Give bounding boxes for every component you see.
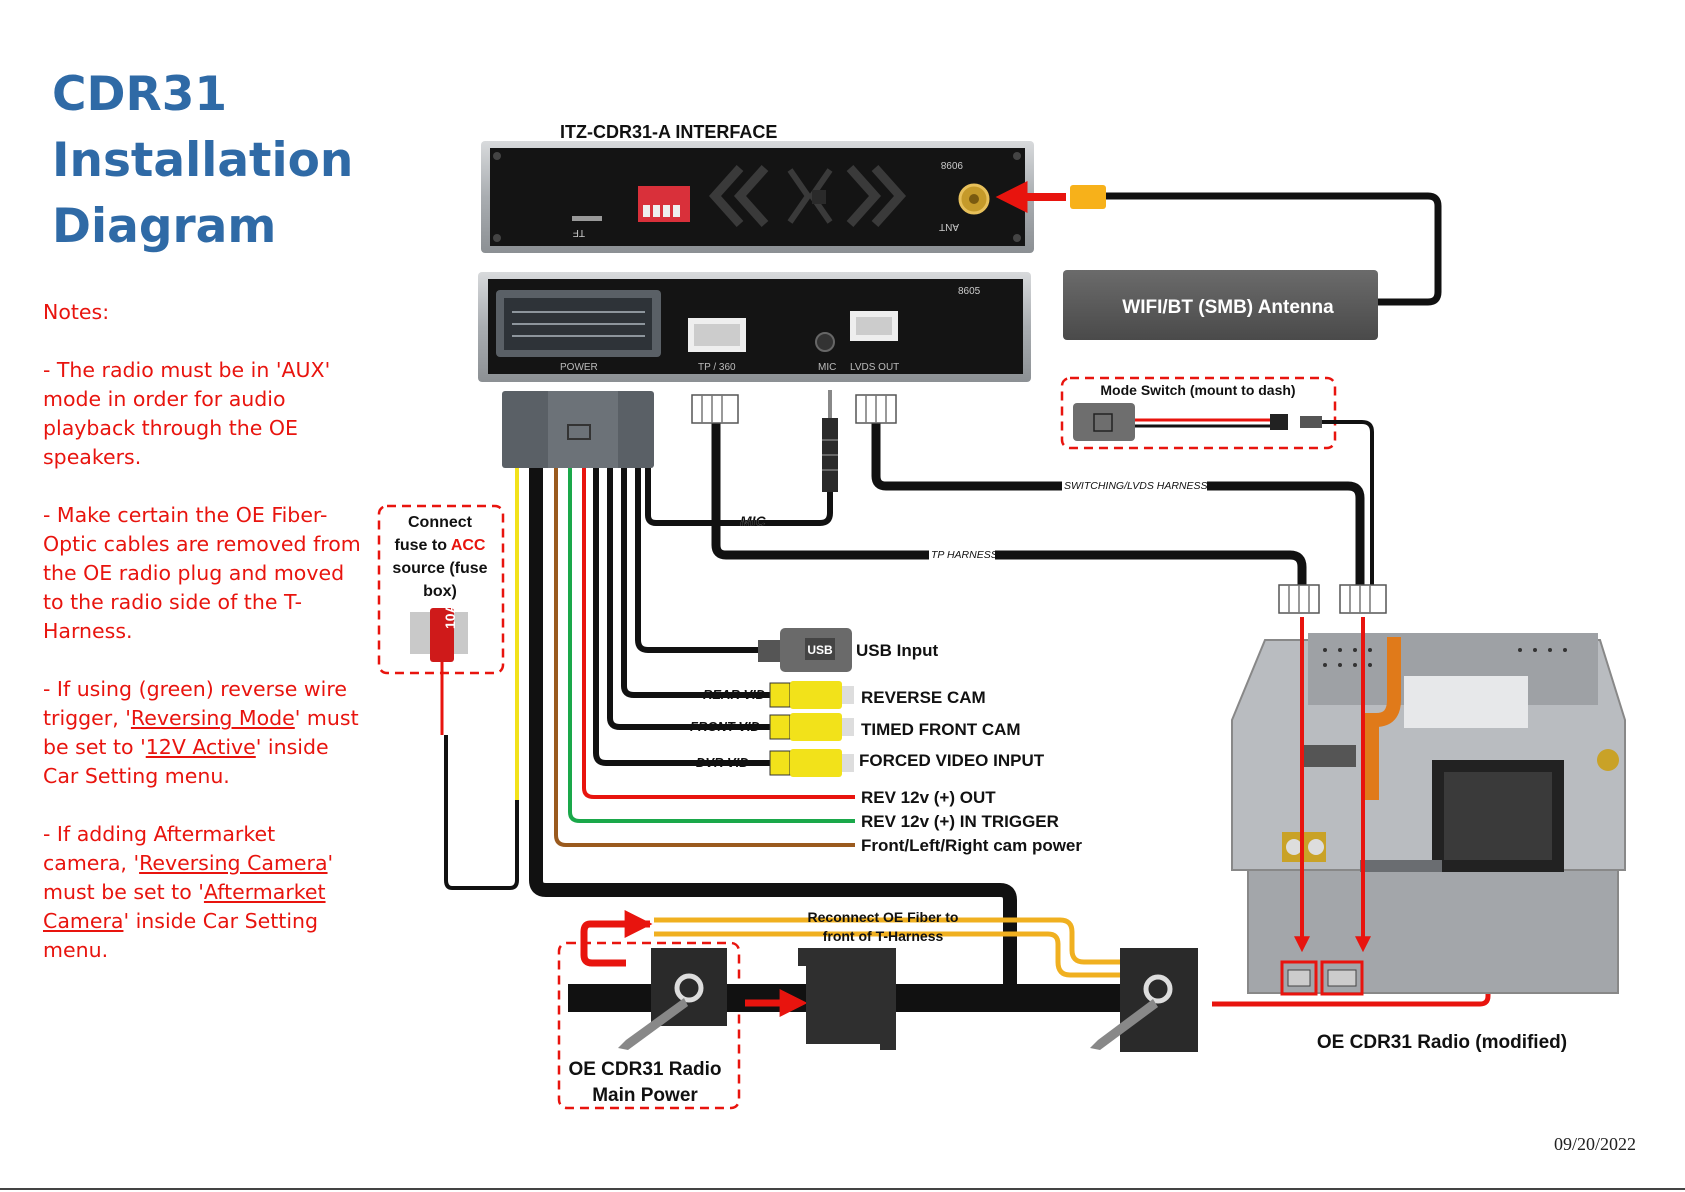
oe-cdr31-radio — [1231, 633, 1626, 994]
interface-title: ITZ-CDR31-A INTERFACE — [560, 122, 777, 142]
note-setting-value: Aftermarket Camera — [43, 880, 326, 933]
fiber-note-line-1: Reconnect OE Fiber to — [808, 909, 959, 925]
front-vid-label: FRONT VID — [690, 719, 761, 734]
note-setting-name: Reversing Camera — [139, 851, 328, 875]
radio-label: OE CDR31 Radio (modified) — [1317, 1032, 1567, 1053]
mode-switch-button — [1073, 403, 1135, 441]
lvds-radio-plug — [1339, 584, 1387, 614]
mic-jack — [815, 332, 835, 352]
tf-slot-label: TF — [573, 227, 585, 238]
fuse-10a: 10A — [410, 603, 468, 662]
rev-in-label: REV 12v (+) IN TRIGGER — [861, 812, 1059, 831]
note-text: ' inside Car Setting menu. — [43, 909, 319, 962]
cam-power-label: Front/Left/Right cam power — [861, 836, 1082, 855]
top-code-label: 9098 — [940, 159, 963, 170]
antenna-smb-plug — [1070, 185, 1106, 209]
note-text: ' must be set to ' — [43, 851, 334, 904]
rev-out-label: REV 12v (+) OUT — [861, 788, 996, 807]
fuse-note-line-1: Connect — [408, 514, 473, 531]
dvr-vid-label: DVR VID — [696, 755, 749, 770]
fuse-acc-highlight: ACC — [451, 537, 486, 554]
fuse-note-text: fuse to — [395, 537, 451, 554]
page-title: CDR31 Installation Diagram — [52, 62, 353, 260]
t-harness-connector — [798, 948, 896, 1050]
title-line-1: CDR31 — [52, 67, 228, 122]
bottom-code-label: 8605 — [958, 286, 981, 297]
revision-date: 09/20/2022 — [1554, 1134, 1637, 1154]
note-reverse-trigger: - If using (green) reverse wire trigger,… — [43, 675, 363, 791]
ant-label: ANT — [939, 221, 959, 232]
usb-input-label: USB Input — [856, 641, 938, 660]
notes-panel: Notes: - The radio must be in 'AUX' mode… — [43, 298, 363, 994]
radio-tp-port — [1280, 960, 1318, 996]
note-aftermarket-camera: - If adding Aftermarket camera, 'Reversi… — [43, 820, 363, 965]
fuse-note-line-2: fuse to ACC — [395, 537, 486, 554]
note-text: - If using (green) reverse wire trigger,… — [43, 677, 347, 730]
tp-harness-label: TP HARNESS — [931, 549, 998, 561]
main-power-line-1: OE CDR31 Radio — [568, 1059, 721, 1080]
note-text: ' must be set to ' — [43, 706, 359, 759]
fuse-rating: 10A — [442, 603, 458, 629]
fuse-note-line-3: source (fuse — [392, 560, 487, 577]
interface-front-panel: TF 9098 ANT — [481, 141, 1034, 253]
oe-radio-plug — [618, 948, 727, 1050]
mode-switch-label: Mode Switch (mount to dash) — [1100, 382, 1295, 398]
usb-plug: USB — [758, 628, 852, 672]
t-harness-radio-connector — [1090, 948, 1198, 1052]
forced-video-label: FORCED VIDEO INPUT — [859, 751, 1045, 770]
main-power-line-2: Main Power — [592, 1085, 698, 1106]
rca-reverse-cam — [769, 681, 854, 709]
radio-lvds-port — [1320, 960, 1364, 996]
lvds-out-label: LVDS OUT — [850, 362, 899, 373]
usb-tag: USB — [807, 643, 833, 657]
rear-vid-label: REAR VID — [703, 687, 766, 702]
note-aux-mode: - The radio must be in 'AUX' mode in ord… — [43, 358, 331, 469]
notes-heading: Notes: — [43, 300, 110, 324]
main-power-frame — [557, 941, 741, 1110]
note-setting-value: 12V Active — [145, 735, 256, 759]
bottom-rule — [0, 1188, 1685, 1190]
fiber-note-line-2: front of T-Harness — [823, 928, 944, 944]
note-setting-name: Reversing Mode — [130, 706, 295, 730]
note-text: - If adding Aftermarket camera, ' — [43, 822, 276, 875]
interface-rear-panel: POWER TP / 360 MIC LVDS OUT 8605 — [478, 272, 1031, 382]
power-label: POWER — [560, 362, 598, 373]
rca-front-cam — [769, 713, 854, 741]
tp360-label: TP / 360 — [698, 362, 736, 373]
antenna-box — [1063, 270, 1378, 340]
switching-harness-label: SWITCHING/LVDS HARNESS — [1064, 480, 1208, 492]
mode-switch-frame — [1060, 376, 1337, 450]
reverse-cam-label: REVERSE CAM — [861, 688, 986, 707]
antenna-label: WIFI/BT (SMB) Antenna — [1122, 297, 1334, 318]
title-line-2: Installation — [52, 133, 354, 188]
fuse-note-line-4: box) — [423, 583, 457, 600]
mic-harness-label: MIC — [740, 513, 767, 529]
title-line-3: Diagram — [52, 199, 277, 254]
rca-forced-video — [769, 749, 854, 777]
tp360-harness-plug — [691, 394, 739, 424]
timed-front-cam-label: TIMED FRONT CAM — [861, 720, 1021, 739]
note-fiber-optic: - Make certain the OE Fiber-Optic cables… — [43, 503, 361, 643]
mic-port-label: MIC — [818, 362, 836, 373]
note-text: ' inside Car Setting menu. — [43, 735, 329, 788]
